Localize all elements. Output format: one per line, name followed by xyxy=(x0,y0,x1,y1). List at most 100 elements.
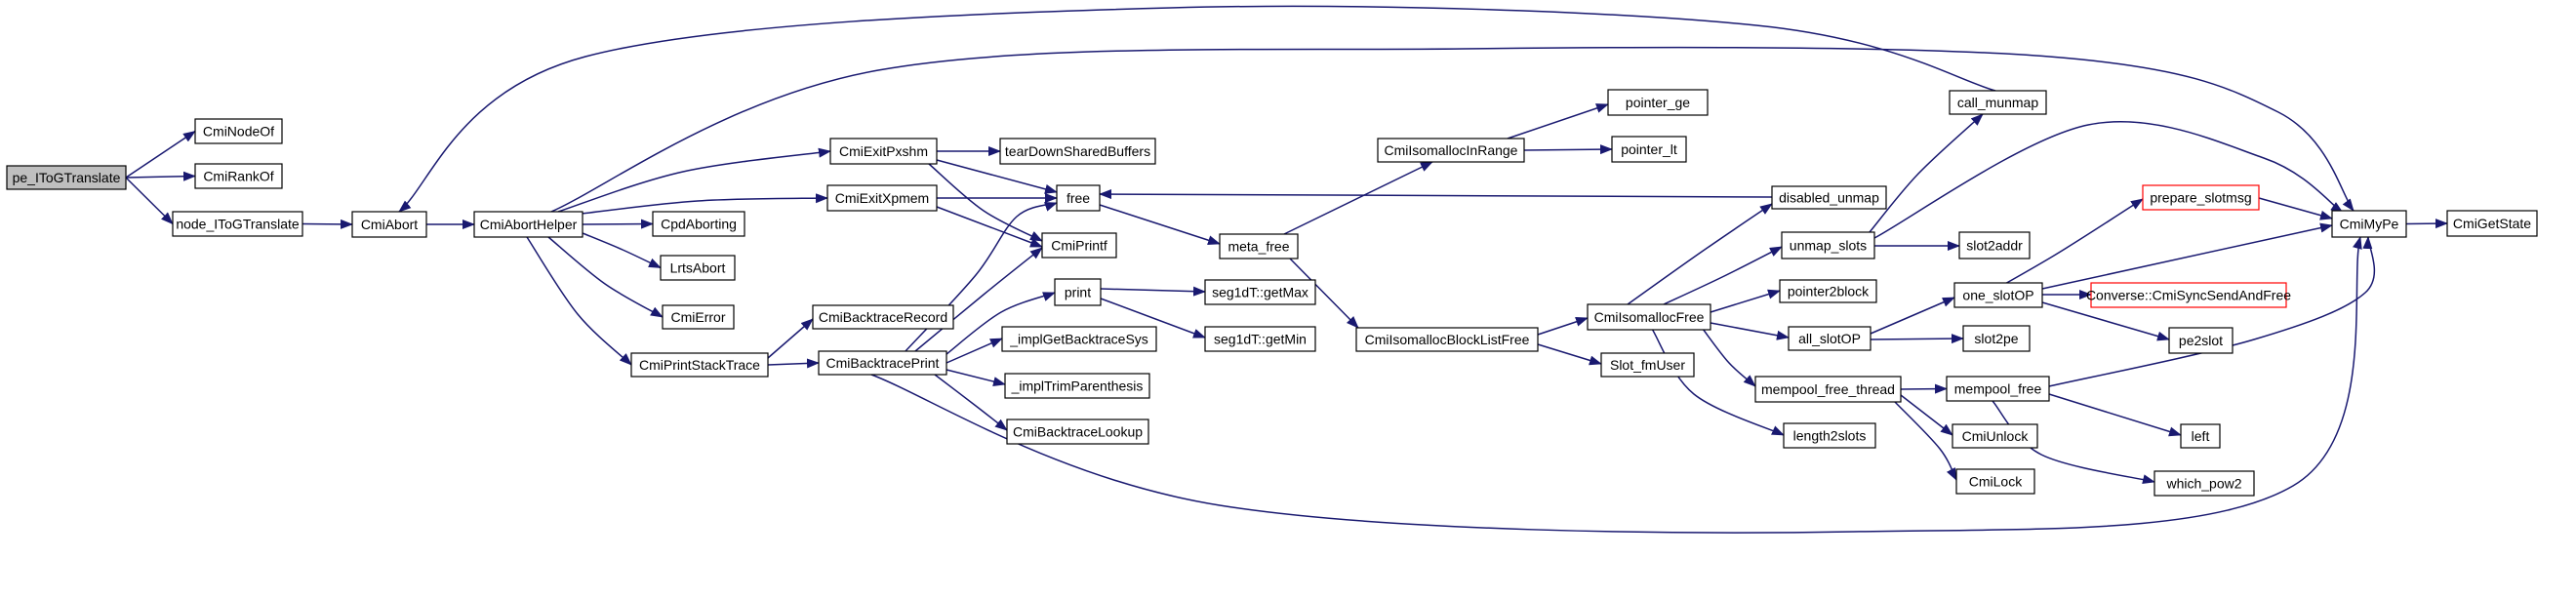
node-seg1dT_getMax[interactable]: seg1dT::getMax xyxy=(1204,279,1316,305)
node-_implTrimParenthesis[interactable]: _implTrimParenthesis xyxy=(1004,373,1150,399)
node-CmiIsomallocInRange[interactable]: CmiIsomallocInRange xyxy=(1377,138,1525,163)
edge-pe_IToGTranslate-to-node_IToGTranslate xyxy=(125,177,174,225)
edge-CmiPrintStackTrace-to-CmiBacktraceRecord xyxy=(767,318,814,359)
node-slot2addr[interactable]: slot2addr xyxy=(1958,231,2031,259)
node-label-CmiExitPxshm: CmiExitPxshm xyxy=(839,143,928,159)
edge-CmiBacktracePrint-to-CmiBacktraceLookup xyxy=(934,374,1008,431)
node-CmiGetState[interactable]: CmiGetState xyxy=(2446,210,2538,237)
edge-CmiAbortHelper-to-CmiPrintStackTrace xyxy=(526,236,632,366)
node-Converse_CmiSyncSendAndFree[interactable]: Converse::CmiSyncSendAndFree xyxy=(2086,282,2291,308)
node-CpdAborting[interactable]: CpdAborting xyxy=(652,211,745,237)
node-LrtsAbort[interactable]: LrtsAbort xyxy=(660,255,736,281)
node-pointer_ge[interactable]: pointer_ge xyxy=(1607,89,1709,116)
node-left[interactable]: left xyxy=(2180,423,2221,449)
edge-pe_IToGTranslate-to-CmiRankOf xyxy=(125,171,196,181)
node-CmiExitXpmem[interactable]: CmiExitXpmem xyxy=(826,184,938,212)
node-CmiPrintStackTrace[interactable]: CmiPrintStackTrace xyxy=(630,352,769,378)
edge-CmiBacktracePrint-to-CmiPrintf xyxy=(914,247,1043,352)
edge-CmiExitPxshm-to-CmiPrintf xyxy=(928,163,1043,242)
node-pe_IToGTranslate[interactable]: pe_IToGTranslate xyxy=(6,165,127,190)
node-label-seg1dT_getMin: seg1dT::getMin xyxy=(1214,332,1307,347)
node-pe2slot[interactable]: pe2slot xyxy=(2168,327,2234,354)
node-label-meta_free: meta_free xyxy=(1228,239,1289,255)
node-print[interactable]: print xyxy=(1054,278,1102,306)
node-label-CmiIsomallocInRange: CmiIsomallocInRange xyxy=(1385,142,1518,158)
edge-mempool_free-to-which_pow2 xyxy=(1992,400,2155,485)
node-Slot_fmUser[interactable]: Slot_fmUser xyxy=(1600,352,1695,378)
node-label-node_IToGTranslate: node_IToGTranslate xyxy=(176,217,300,232)
node-CmiExitPxshm[interactable]: CmiExitPxshm xyxy=(829,138,938,165)
node-label-Converse_CmiSyncSendAndFree: Converse::CmiSyncSendAndFree xyxy=(2086,288,2291,303)
node-all_slotOP[interactable]: all_slotOP xyxy=(1788,326,1872,351)
node-label-seg1dT_getMax: seg1dT::getMax xyxy=(1212,285,1308,300)
edge-prepare_slotmsg-to-CmiMyPe xyxy=(2258,197,2333,220)
node-one_slotOP[interactable]: one_slotOP xyxy=(1953,282,2043,308)
node-label-CmiExitXpmem: CmiExitXpmem xyxy=(835,190,929,206)
node-label-prepare_slotmsg: prepare_slotmsg xyxy=(2150,190,2251,206)
node-CmiUnlock[interactable]: CmiUnlock xyxy=(1952,423,2038,449)
node-CmiAbort[interactable]: CmiAbort xyxy=(351,211,427,238)
node-pointer2block[interactable]: pointer2block xyxy=(1779,279,1877,303)
node-disabled_unmap[interactable]: disabled_unmap xyxy=(1771,185,1887,210)
node-mempool_free[interactable]: mempool_free xyxy=(1946,376,2050,402)
node-CmiError[interactable]: CmiError xyxy=(662,304,735,330)
node-label-length2slots: length2slots xyxy=(1793,428,1867,444)
node-label-CmiBacktraceRecord: CmiBacktraceRecord xyxy=(819,309,947,325)
node-free[interactable]: free xyxy=(1056,184,1101,212)
node-prepare_slotmsg[interactable]: prepare_slotmsg xyxy=(2142,184,2260,211)
edge-print-to-seg1dT_getMax xyxy=(1100,286,1206,297)
node-length2slots[interactable]: length2slots xyxy=(1783,422,1876,449)
node-slot2pe[interactable]: slot2pe xyxy=(1962,325,2031,352)
node-pointer_lt[interactable]: pointer_lt xyxy=(1611,136,1687,163)
node-tearDownSharedBuffers[interactable]: tearDownSharedBuffers xyxy=(999,138,1156,165)
edge-CmiIsomallocInRange-to-pointer_lt xyxy=(1523,144,1613,155)
edge-CmiBacktracePrint-to-CmiMyPe xyxy=(870,236,2362,534)
node-seg1dT_getMin[interactable]: seg1dT::getMin xyxy=(1204,326,1316,352)
node-CmiAbortHelper[interactable]: CmiAbortHelper xyxy=(473,211,584,238)
node-CmiBacktracePrint[interactable]: CmiBacktracePrint xyxy=(818,350,947,376)
node-label-pe2slot: pe2slot xyxy=(2179,333,2223,348)
edge-CmiIsomallocInRange-to-pointer_ge xyxy=(1507,103,1609,140)
node-label-CmiAbort: CmiAbort xyxy=(361,217,418,232)
edge-CmiIsomallocBlockListFree-to-Slot_fmUser xyxy=(1537,343,1602,366)
edge-unmap_slots-to-CmiMyPe xyxy=(1873,121,2344,239)
node-unmap_slots[interactable]: unmap_slots xyxy=(1781,231,1875,259)
node-label-mempool_free: mempool_free xyxy=(1954,381,2042,397)
edge-CmiIsomallocFree-to-all_slotOP xyxy=(1710,322,1790,340)
node-CmiIsomallocFree[interactable]: CmiIsomallocFree xyxy=(1587,303,1711,331)
node-CmiIsomallocBlockListFree[interactable]: CmiIsomallocBlockListFree xyxy=(1355,327,1539,352)
node-which_pow2[interactable]: which_pow2 xyxy=(2153,470,2255,497)
edge-CmiAbortHelper-to-CpdAborting xyxy=(582,219,654,229)
node-label-_implTrimParenthesis: _implTrimParenthesis xyxy=(1011,379,1144,394)
edge-CmiAbortHelper-to-CmiMyPe xyxy=(550,46,2355,213)
edge-CmiExitXpmem-to-CmiPrintf xyxy=(936,206,1043,248)
edge-CmiIsomallocBlockListFree-to-CmiIsomallocFree xyxy=(1537,317,1589,336)
node-node_IToGTranslate[interactable]: node_IToGTranslate xyxy=(172,211,303,237)
node-label-_implGetBacktraceSys: _implGetBacktraceSys xyxy=(1009,332,1148,347)
node-CmiBacktraceRecord[interactable]: CmiBacktraceRecord xyxy=(812,304,954,330)
node-CmiRankOf[interactable]: CmiRankOf xyxy=(194,163,283,189)
node-CmiNodeOf[interactable]: CmiNodeOf xyxy=(194,118,283,144)
node-label-CmiMyPe: CmiMyPe xyxy=(2340,217,2399,232)
node-CmiMyPe[interactable]: CmiMyPe xyxy=(2331,210,2407,238)
edge-node_IToGTranslate-to-CmiAbort xyxy=(302,219,353,229)
edge-mempool_free_thread-to-CmiUnlock xyxy=(1900,394,1953,436)
edge-CmiIsomallocFree-to-disabled_unmap xyxy=(1627,203,1773,305)
node-meta_free[interactable]: meta_free xyxy=(1219,233,1299,259)
node-call_munmap[interactable]: call_munmap xyxy=(1949,90,2047,115)
node-CmiLock[interactable]: CmiLock xyxy=(1955,468,2035,495)
edge-CmiAbortHelper-to-LrtsAbort xyxy=(582,232,662,269)
edge-CmiBacktracePrint-to-_implTrimParenthesis xyxy=(946,369,1006,386)
node-label-all_slotOP: all_slotOP xyxy=(1798,331,1861,346)
node-label-left: left xyxy=(2192,428,2210,444)
node-mempool_free_thread[interactable]: mempool_free_thread xyxy=(1754,376,1902,403)
node-label-pe_IToGTranslate: pe_IToGTranslate xyxy=(13,170,121,185)
node-label-CmiBacktraceLookup: CmiBacktraceLookup xyxy=(1013,424,1143,440)
node-_implGetBacktraceSys[interactable]: _implGetBacktraceSys xyxy=(1001,326,1157,352)
edge-CmiIsomallocFree-to-length2slots xyxy=(1651,328,1785,436)
node-CmiPrintf[interactable]: CmiPrintf xyxy=(1041,232,1117,259)
node-label-slot2pe: slot2pe xyxy=(1974,331,2018,346)
edge-one_slotOP-to-CmiMyPe xyxy=(2041,222,2333,290)
node-CmiBacktraceLookup[interactable]: CmiBacktraceLookup xyxy=(1006,419,1149,445)
